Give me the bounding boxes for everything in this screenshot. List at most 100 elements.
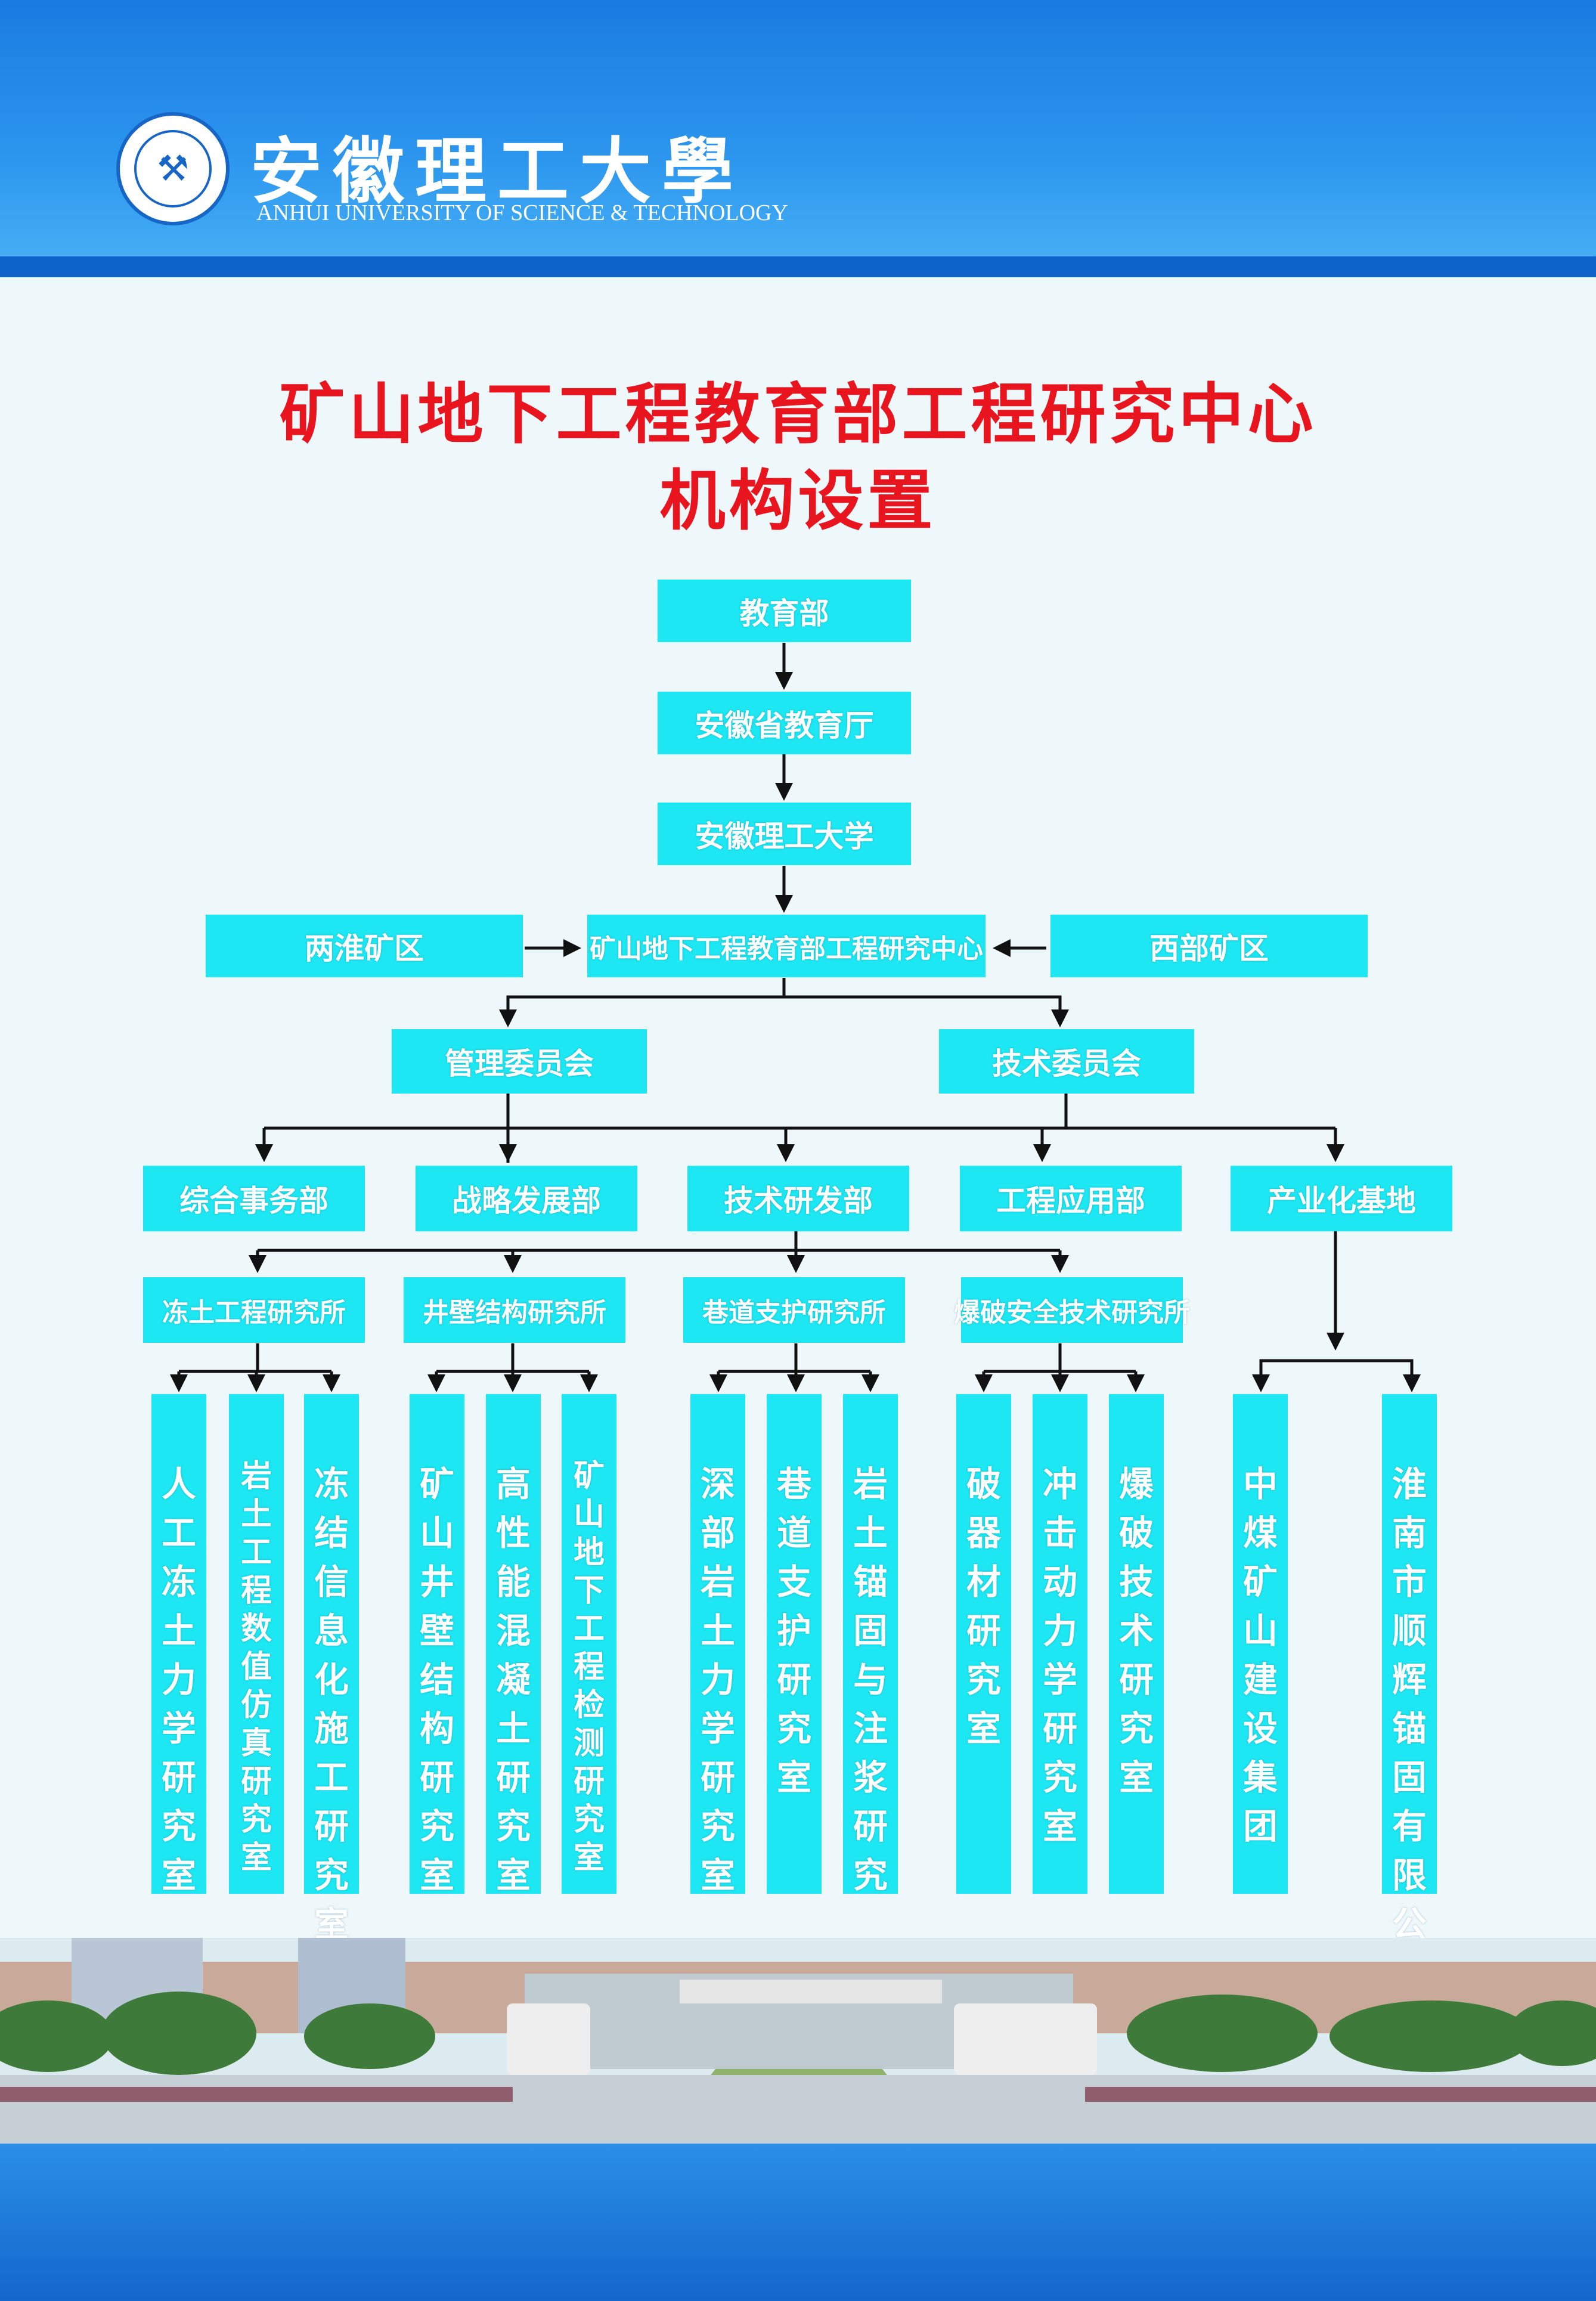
vertical-char: 研 bbox=[240, 1764, 272, 1800]
vertical-char: 研 bbox=[314, 1806, 349, 1847]
vertical-char: 工 bbox=[573, 1611, 605, 1647]
vertical-char: 室 bbox=[240, 1840, 272, 1876]
moe-box: 教育部 bbox=[658, 580, 911, 642]
vertical-char: 测 bbox=[573, 1726, 605, 1761]
committee-technical-box: 技术委员会 bbox=[939, 1029, 1194, 1094]
university-logo: ⚒ bbox=[116, 112, 230, 225]
vertical-char: 土 bbox=[700, 1611, 735, 1651]
vertical-char: 护 bbox=[776, 1611, 811, 1651]
lab-box: 岩土锚固与注浆研究 bbox=[843, 1394, 898, 1896]
department-box: 技术研发部 bbox=[687, 1166, 909, 1231]
right-partner-box: 西部矿区 bbox=[1050, 915, 1368, 977]
vertical-char: 息 bbox=[314, 1611, 349, 1651]
company-box: 淮南市顺辉锚固有限公司 bbox=[1382, 1394, 1437, 1993]
lab-box: 冲击动力学研究室 bbox=[1033, 1394, 1087, 1894]
vertical-char: 究 bbox=[161, 1806, 196, 1847]
vertical-char: 限 bbox=[1392, 1855, 1427, 1896]
lab-box: 人工冻土力学研究室 bbox=[151, 1394, 206, 1896]
vertical-char: 凝 bbox=[495, 1659, 531, 1700]
vertical-char: 术 bbox=[1118, 1611, 1154, 1651]
vertical-char: 检 bbox=[573, 1687, 605, 1723]
vertical-char: 技 bbox=[1118, 1562, 1154, 1602]
vertical-char: 地 bbox=[573, 1535, 605, 1571]
vertical-char: 深 bbox=[700, 1464, 735, 1504]
department-box: 产业化基地 bbox=[1231, 1166, 1452, 1231]
vertical-char: 冻 bbox=[314, 1464, 349, 1504]
vertical-char: 程 bbox=[573, 1649, 605, 1685]
vertical-char: 力 bbox=[1042, 1611, 1077, 1651]
vertical-char: 学 bbox=[161, 1708, 196, 1749]
vertical-char: 研 bbox=[495, 1757, 531, 1798]
vertical-char: 学 bbox=[700, 1708, 735, 1749]
vertical-char: 室 bbox=[419, 1855, 454, 1896]
vertical-char: 山 bbox=[573, 1497, 605, 1532]
vertical-char: 团 bbox=[1242, 1806, 1278, 1847]
lab-box: 岩土工程数值仿真研究室 bbox=[229, 1394, 284, 1894]
vertical-char: 固 bbox=[853, 1611, 888, 1651]
vertical-char: 岩 bbox=[853, 1464, 888, 1504]
vertical-char: 材 bbox=[966, 1562, 1001, 1602]
vertical-char: 构 bbox=[419, 1708, 454, 1749]
footer-banner bbox=[0, 2144, 1596, 2301]
lab-box: 高性能混凝土研究室 bbox=[486, 1394, 541, 1896]
vertical-char: 究 bbox=[700, 1806, 735, 1847]
vertical-char: 固 bbox=[1392, 1757, 1427, 1798]
vertical-char: 结 bbox=[314, 1513, 349, 1553]
lab-box: 矿山井壁结构研究室 bbox=[410, 1394, 464, 1896]
vertical-char: 性 bbox=[495, 1513, 531, 1553]
vertical-char: 能 bbox=[495, 1562, 531, 1602]
vertical-char: 土 bbox=[495, 1708, 531, 1749]
vertical-char: 室 bbox=[495, 1855, 531, 1896]
vertical-char: 值 bbox=[240, 1649, 272, 1685]
vertical-char: 爆 bbox=[1118, 1464, 1154, 1504]
vertical-char: 工 bbox=[161, 1513, 196, 1553]
vertical-char: 辉 bbox=[1392, 1659, 1427, 1700]
vertical-char: 浆 bbox=[853, 1757, 888, 1798]
vertical-char: 研 bbox=[573, 1764, 605, 1800]
vertical-char: 究 bbox=[419, 1806, 454, 1847]
vertical-char: 公 bbox=[1392, 1904, 1427, 1944]
vertical-char: 南 bbox=[1392, 1513, 1427, 1553]
vertical-char: 室 bbox=[161, 1855, 196, 1896]
vertical-char: 力 bbox=[700, 1659, 735, 1700]
vertical-char: 学 bbox=[1042, 1659, 1077, 1700]
department-box: 综合事务部 bbox=[143, 1166, 365, 1231]
vertical-char: 室 bbox=[573, 1840, 605, 1876]
vertical-char: 巷 bbox=[776, 1464, 811, 1504]
vertical-char: 研 bbox=[966, 1611, 1001, 1651]
vertical-char: 击 bbox=[1042, 1513, 1077, 1553]
institute-box: 冻土工程研究所 bbox=[143, 1277, 365, 1343]
vertical-char: 设 bbox=[1242, 1708, 1278, 1749]
vertical-char: 数 bbox=[240, 1611, 272, 1647]
vertical-char: 土 bbox=[853, 1513, 888, 1553]
vertical-char: 室 bbox=[700, 1855, 735, 1896]
vertical-char: 真 bbox=[240, 1726, 272, 1761]
vertical-char: 化 bbox=[314, 1659, 349, 1700]
vertical-char: 室 bbox=[1042, 1806, 1077, 1847]
campus-gate-illustration bbox=[0, 1938, 1596, 2144]
company-box: 中煤矿山建设集团 bbox=[1233, 1394, 1288, 1894]
vertical-char: 工 bbox=[240, 1535, 272, 1571]
vertical-char: 冻 bbox=[161, 1562, 196, 1602]
vertical-char: 建 bbox=[1242, 1659, 1278, 1700]
institute-box: 爆破安全技术研究所 bbox=[954, 1277, 1190, 1343]
vertical-char: 土 bbox=[161, 1611, 196, 1651]
vertical-char: 研 bbox=[161, 1757, 196, 1798]
vertical-char: 究 bbox=[573, 1802, 605, 1838]
vertical-char: 工 bbox=[314, 1757, 349, 1798]
vertical-char: 研 bbox=[853, 1806, 888, 1847]
vertical-char: 研 bbox=[1042, 1708, 1077, 1749]
vertical-char: 究 bbox=[495, 1806, 531, 1847]
vertical-char: 仿 bbox=[240, 1687, 272, 1723]
committee-management-box: 管理委员会 bbox=[392, 1029, 647, 1094]
vertical-char: 集 bbox=[1242, 1757, 1278, 1798]
vertical-char: 顺 bbox=[1392, 1611, 1427, 1651]
vertical-char: 究 bbox=[1042, 1757, 1077, 1798]
university-name-en: ANHUI UNIVERSITY OF SCIENCE & TECHNOLOGY bbox=[256, 200, 788, 225]
lab-box: 破器材研究室 bbox=[956, 1394, 1011, 1894]
vertical-char: 井 bbox=[419, 1562, 454, 1602]
vertical-char: 究 bbox=[966, 1659, 1001, 1700]
vertical-char: 室 bbox=[1118, 1757, 1154, 1798]
university-name-cn: 安徽理工大學 bbox=[250, 129, 744, 213]
